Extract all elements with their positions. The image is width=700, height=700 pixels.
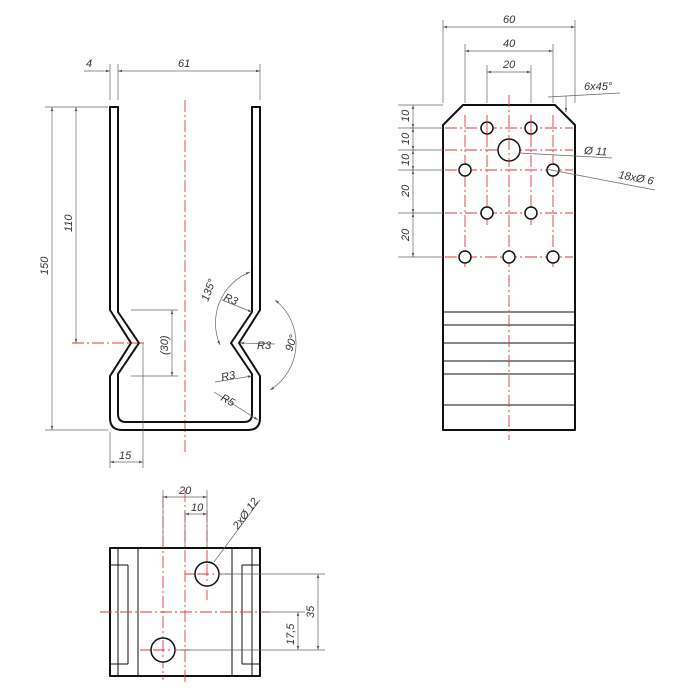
side-dim-v20b-label: 20 <box>400 228 412 242</box>
side-dim-v10b: 10 <box>400 127 415 150</box>
dim-upper-110: 110 <box>63 107 78 343</box>
side-dim-chamfer: 6x45° <box>547 81 621 112</box>
front-profile-outer <box>109 106 261 431</box>
dim-radius-r3-upper: R3 <box>221 292 253 313</box>
side-hole-center-marks <box>486 121 532 162</box>
bottom-dim-20-label: 20 <box>178 485 192 497</box>
bottom-dim-35-label: 35 <box>305 605 317 618</box>
side-callout-big-hole: Ø 11 <box>518 145 613 159</box>
side-hole <box>524 206 538 220</box>
dim-width-61-label: 61 <box>178 58 190 70</box>
dim-inner-15: 15 <box>109 343 144 468</box>
dim-inner-15-label: 15 <box>119 450 132 462</box>
dim-angle-90: 90° <box>269 299 300 391</box>
dim-waist-30-label: (30) <box>159 335 171 355</box>
dim-angle-90-label: 90° <box>283 333 300 353</box>
dim-wall-4-label: 4 <box>86 58 92 70</box>
side-dim-v10c-label: 10 <box>400 153 412 166</box>
side-dim-v10b-label: 10 <box>400 132 412 145</box>
side-hole <box>458 250 472 264</box>
bottom-callout-holes-label: 2xØ 12 <box>230 496 261 533</box>
bottom-dim-175: 17,5 <box>262 611 305 650</box>
bottom-callout-holes: 2xØ 12 <box>213 496 261 563</box>
side-dim-20-label: 20 <box>502 59 516 71</box>
dim-r3-lower-label: R3 <box>220 369 237 384</box>
dim-wall-4: 4 <box>84 58 119 100</box>
bottom-dim-175-label: 17,5 <box>285 623 297 645</box>
dim-upper-110-label: 110 <box>63 214 75 232</box>
side-callout-big-hole-label: Ø 11 <box>583 145 608 159</box>
dim-waist-30: (30) <box>131 309 178 377</box>
side-hole <box>546 250 560 264</box>
dim-height-150: 150 <box>39 106 108 431</box>
side-callout-small-holes-label: 18xØ 6 <box>617 169 655 188</box>
bottom-dim-10-label: 10 <box>191 502 204 514</box>
front-profile-inner <box>117 106 253 423</box>
side-dim-chamfer-label: 6x45° <box>584 81 613 93</box>
dim-width-61: 61 <box>118 58 261 100</box>
side-dim-v20a-label: 20 <box>400 184 412 198</box>
side-dim-v20a: 20 <box>400 170 415 213</box>
side-dim-v10a-label: 10 <box>400 109 412 122</box>
bottom-dim-35: 35 <box>175 573 325 651</box>
side-callout-small-holes: 18xØ 6 <box>545 168 655 191</box>
bottom-hole-center-marks <box>153 564 217 660</box>
dim-r3-upper-label: R3 <box>222 292 240 309</box>
side-hole <box>502 250 516 264</box>
side-dim-40: 40 <box>464 38 554 103</box>
dim-radius-r3-lower: R3 <box>214 369 253 384</box>
side-dim-v10a: 10 <box>400 105 415 128</box>
side-view: 60 40 20 6x45° <box>398 14 655 440</box>
dim-height-150-label: 150 <box>39 256 51 275</box>
bottom-dim-20: 20 <box>162 485 208 545</box>
dim-r5-label: R5 <box>219 392 238 410</box>
bottom-dim-10: 10 <box>184 502 207 545</box>
front-view: 4 61 150 110 (30) <box>39 58 300 468</box>
side-dim-60: 60 <box>442 14 576 103</box>
bottom-view: 20 10 2xØ 12 35 17,5 <box>100 485 325 685</box>
side-dim-v20b: 20 <box>400 213 415 257</box>
side-dim-60-label: 60 <box>503 14 516 26</box>
side-hole <box>458 163 472 177</box>
side-dim-20: 20 <box>486 59 532 103</box>
side-dim-v10c: 10 <box>400 150 415 170</box>
side-plate-outline <box>442 104 576 431</box>
side-hole <box>480 206 494 220</box>
dim-radius-r3-mid: R3 <box>239 340 276 352</box>
side-dim-left-ext-lines <box>398 104 443 258</box>
dim-angle-135-label: 135° <box>200 277 219 303</box>
dim-r3-mid-label: R3 <box>257 340 272 352</box>
side-dim-40-label: 40 <box>503 38 516 50</box>
